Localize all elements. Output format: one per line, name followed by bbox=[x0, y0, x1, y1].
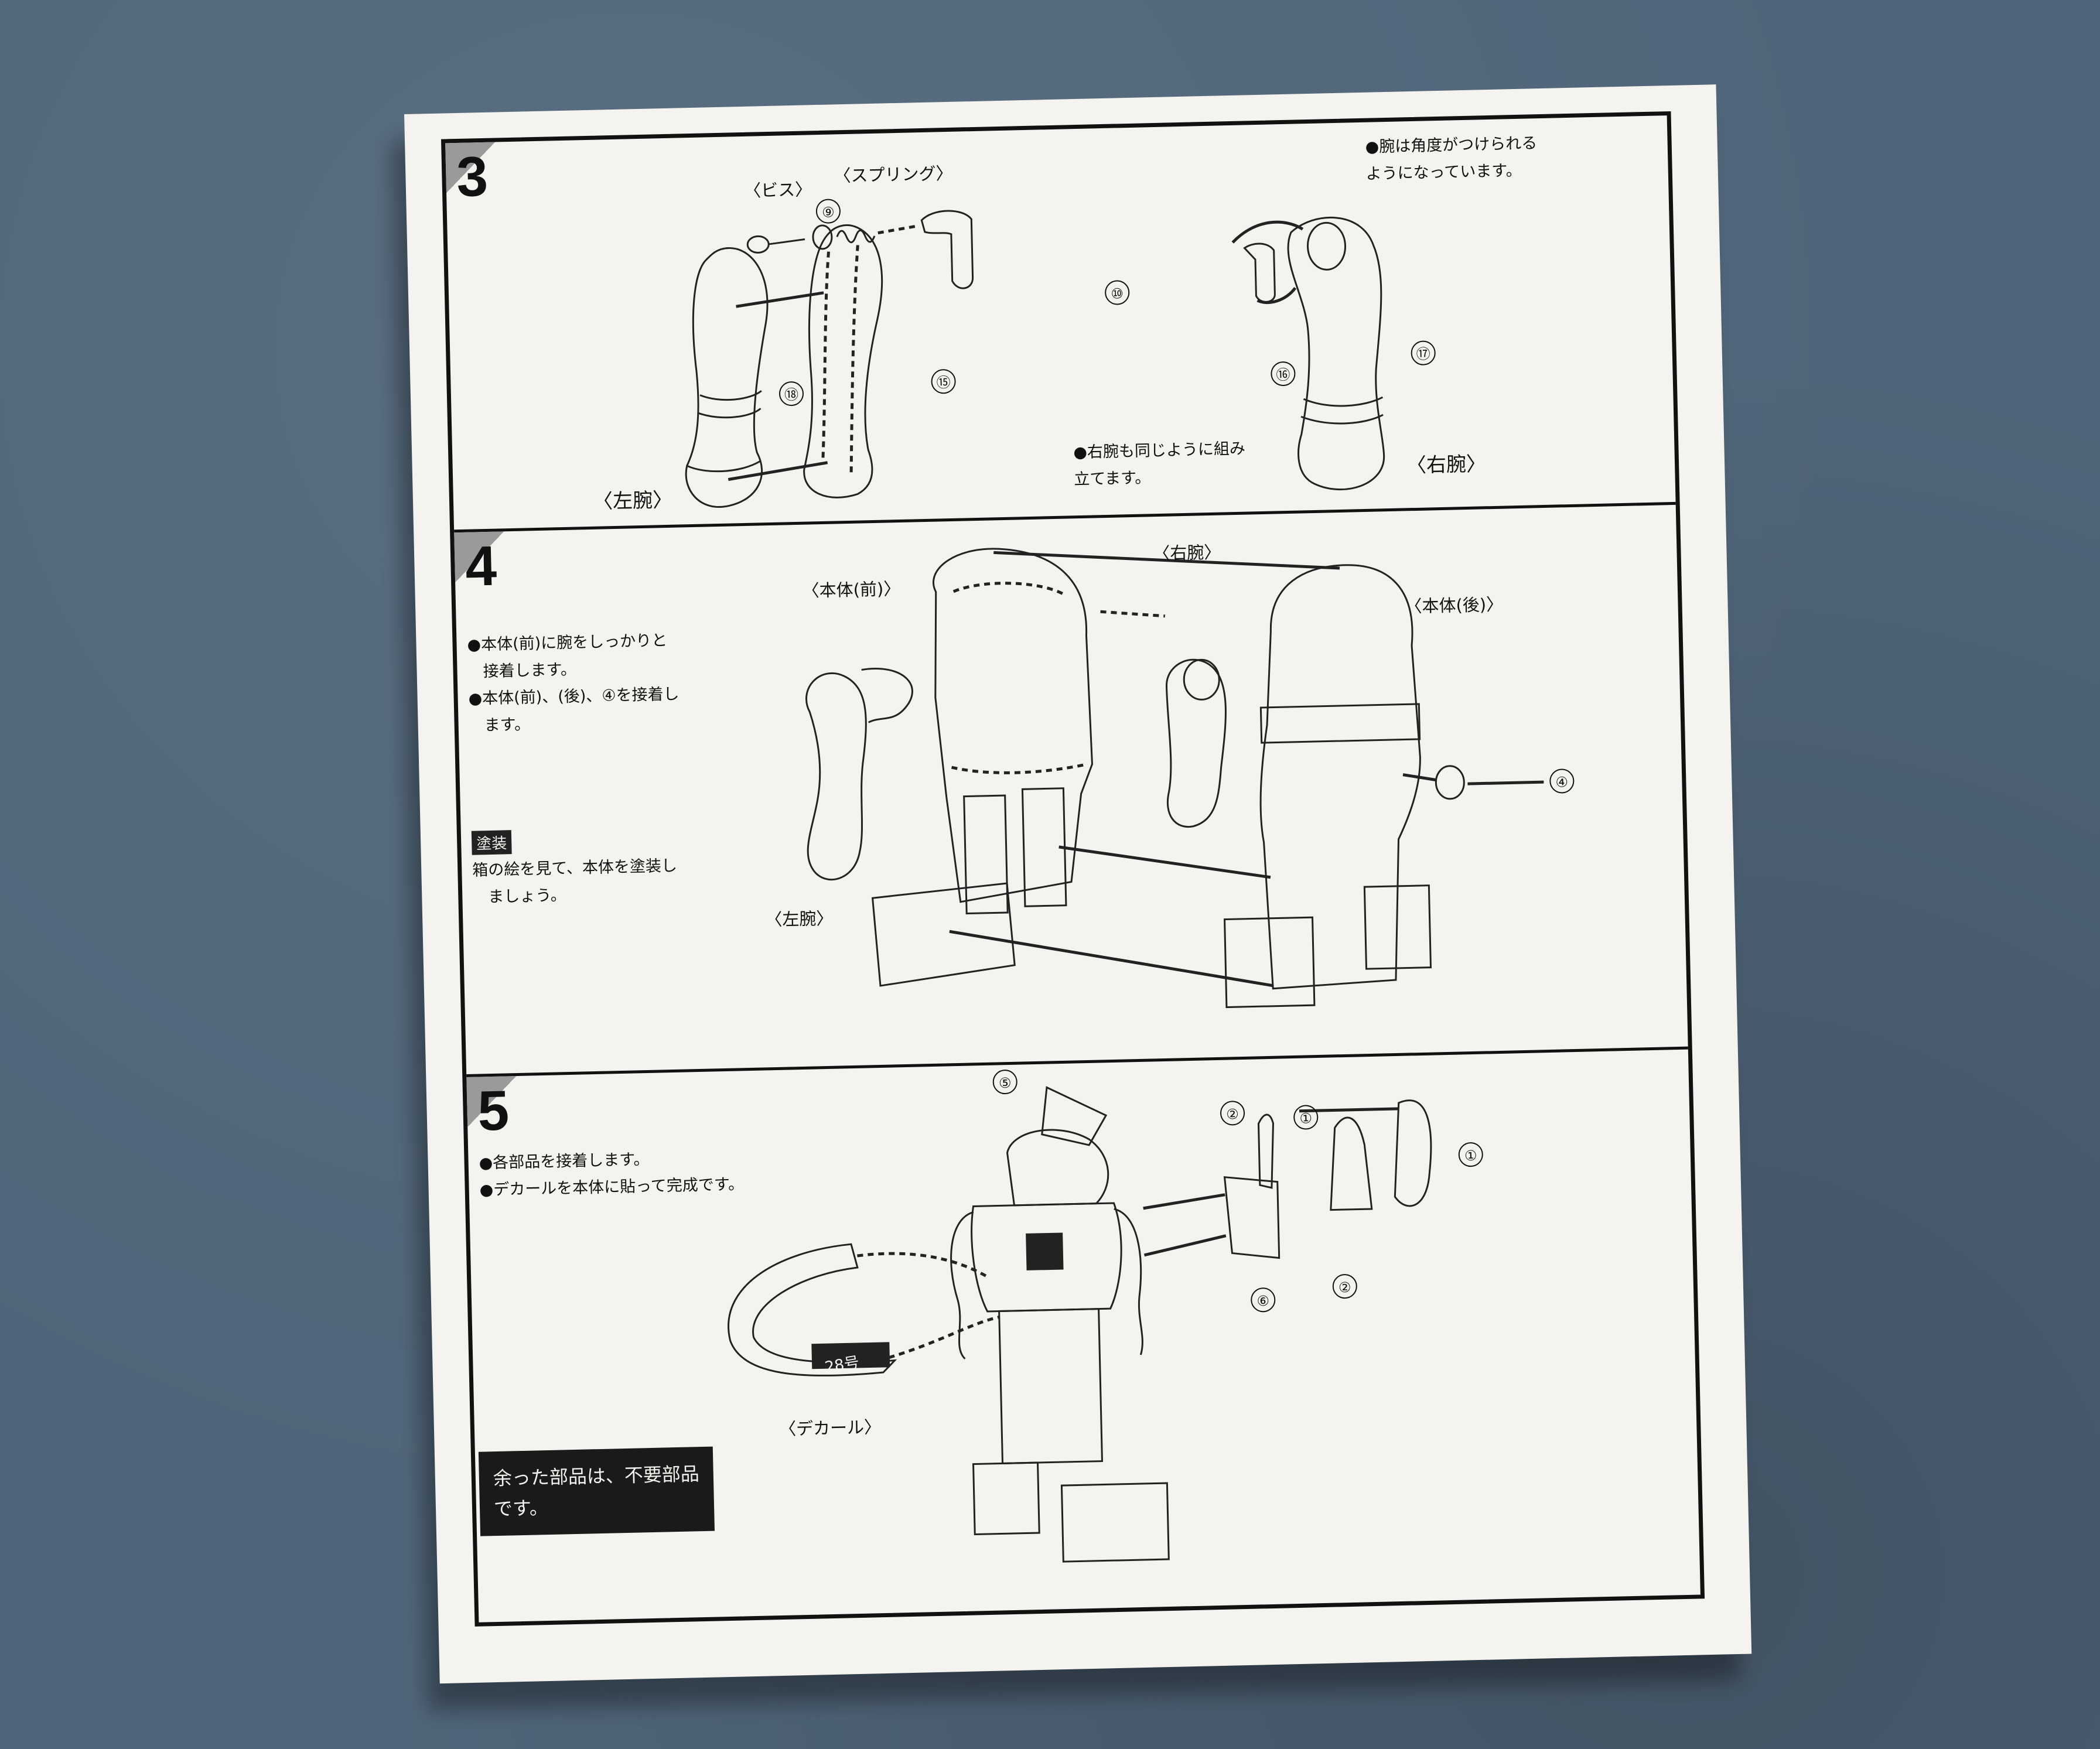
arm-part-15 bbox=[803, 224, 883, 498]
left-arm-bands bbox=[697, 390, 762, 419]
paint-notes: 箱の絵を見て、本体を塗装し ましょう。 bbox=[472, 856, 678, 907]
washer-part-9 bbox=[812, 224, 833, 250]
right-arm-part-10-small bbox=[1243, 242, 1276, 303]
step-3-illustration bbox=[685, 210, 1385, 508]
step-4-panel: 4 bbox=[454, 501, 1688, 1075]
body-back-foot-left bbox=[1224, 916, 1316, 1009]
body-back bbox=[1259, 564, 1421, 990]
head-fin-part-5 bbox=[1041, 1086, 1108, 1146]
ring-part-4 bbox=[1435, 765, 1465, 800]
body-back-foot-right bbox=[1363, 884, 1432, 970]
step-4-illustration bbox=[805, 548, 1544, 1009]
step-3-note-top: ●腕は角度がつけられる ようになっています。 bbox=[1365, 134, 1538, 183]
body-front-label: 〈本体(前)〉 bbox=[802, 578, 901, 601]
right-arm-label: 〈右腕〉 bbox=[1406, 452, 1487, 478]
instruction-sheet: 3 bbox=[404, 84, 1752, 1684]
body-front-leg-left bbox=[963, 794, 1009, 915]
right-arm-label-step4: 〈右腕〉 bbox=[1152, 542, 1221, 564]
step-3-note-bottom: ●右腕も同じように組み 立てます。 bbox=[1073, 439, 1246, 489]
left-arm-label: 〈左腕〉 bbox=[592, 488, 673, 514]
body-back-belt bbox=[1259, 703, 1421, 744]
robot-torso bbox=[971, 1202, 1122, 1313]
right-arm-joint bbox=[1307, 221, 1347, 271]
step-3-panel: 3 bbox=[445, 115, 1675, 530]
decal-label: 〈デカール〉 bbox=[778, 1417, 882, 1440]
robot-legs bbox=[998, 1308, 1104, 1464]
robot-head bbox=[1006, 1129, 1109, 1207]
decal-strip bbox=[728, 1243, 897, 1376]
left-arm-part-18 bbox=[685, 247, 769, 508]
left-arm-wrist bbox=[687, 460, 761, 473]
rocket-part-2 bbox=[1330, 1116, 1373, 1211]
leftover-parts-notice: 余った部品は、不要部品 です。 bbox=[478, 1446, 715, 1536]
step-5-illustration bbox=[728, 1086, 1432, 1563]
robot-foot-right bbox=[1060, 1482, 1170, 1563]
step-5-notes: ●各部品を接着します。 ●デカールを本体に貼って完成です。 bbox=[479, 1150, 745, 1200]
nozzle-ring-part-1 bbox=[1394, 1099, 1432, 1207]
fin-part-2-1 bbox=[1257, 1113, 1274, 1189]
step-5-panel: 5 bbox=[466, 1046, 1701, 1622]
robot-foot-left bbox=[972, 1461, 1040, 1536]
step-4-notes: ●本体(前)に腕をしっかりと 接着します。 ●本体(前)、(後)、④を接着し ま… bbox=[467, 631, 679, 735]
bracket-part-10 bbox=[920, 210, 974, 289]
spring-label: 〈スプリング〉 bbox=[834, 163, 953, 186]
robot-arm-left bbox=[950, 1211, 974, 1359]
body-back-label: 〈本体(後)〉 bbox=[1405, 594, 1504, 617]
left-arm-step4 bbox=[805, 672, 867, 881]
right-arm-step4 bbox=[1165, 658, 1227, 828]
chest-window bbox=[1026, 1232, 1064, 1270]
screw-shaft bbox=[768, 238, 805, 245]
right-arm-shoulder bbox=[1287, 216, 1385, 491]
screw-label: 〈ビス〉 bbox=[743, 179, 812, 201]
body-front-foot bbox=[871, 882, 1016, 987]
left-arm-label-step4: 〈左腕〉 bbox=[764, 908, 834, 930]
right-arm-joint-step4 bbox=[1183, 658, 1220, 701]
paint-badge: 塗装 bbox=[471, 830, 512, 855]
screw-head bbox=[746, 235, 770, 254]
spring-coil bbox=[836, 229, 876, 244]
instruction-frame: 3 bbox=[441, 111, 1705, 1627]
robot-arm-right bbox=[1114, 1208, 1143, 1355]
decal-black-band bbox=[811, 1342, 890, 1369]
